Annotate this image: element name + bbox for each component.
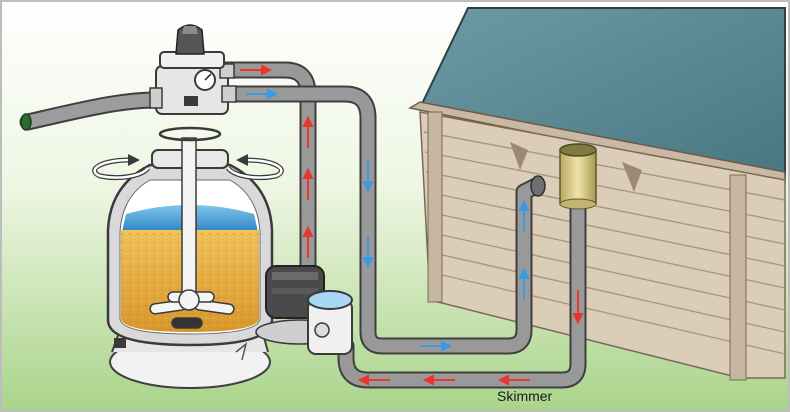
- ground-crack: [235, 342, 248, 361]
- backwash-hose-end: [20, 113, 32, 131]
- skimmer-body: [559, 149, 597, 205]
- filter-drain: [114, 338, 126, 348]
- pool-post-mid: [729, 174, 747, 381]
- sand-filter: [92, 137, 284, 389]
- return-inlet: [530, 175, 546, 197]
- pool-planks: [423, 131, 786, 355]
- flow-arrows-return: [240, 64, 584, 386]
- pool: [407, 7, 786, 381]
- valve-body: [155, 65, 229, 115]
- pipes: [19, 61, 587, 389]
- pump: [255, 265, 353, 355]
- flow-arrows-supply: [246, 88, 530, 352]
- filter-laterals: [149, 289, 235, 329]
- pool-bracket-1: [510, 142, 528, 170]
- multiport-valve: [149, 24, 237, 142]
- filter-standpipe: [181, 137, 197, 299]
- skimmer-label: Skimmer: [497, 388, 553, 404]
- valve-oring: [158, 126, 222, 142]
- pool-bracket-2: [622, 162, 642, 192]
- skimmer: [559, 143, 597, 210]
- skimmer-lid: [559, 143, 597, 157]
- pump-strainer-lid: [307, 290, 353, 310]
- pool-post-left: [427, 111, 443, 303]
